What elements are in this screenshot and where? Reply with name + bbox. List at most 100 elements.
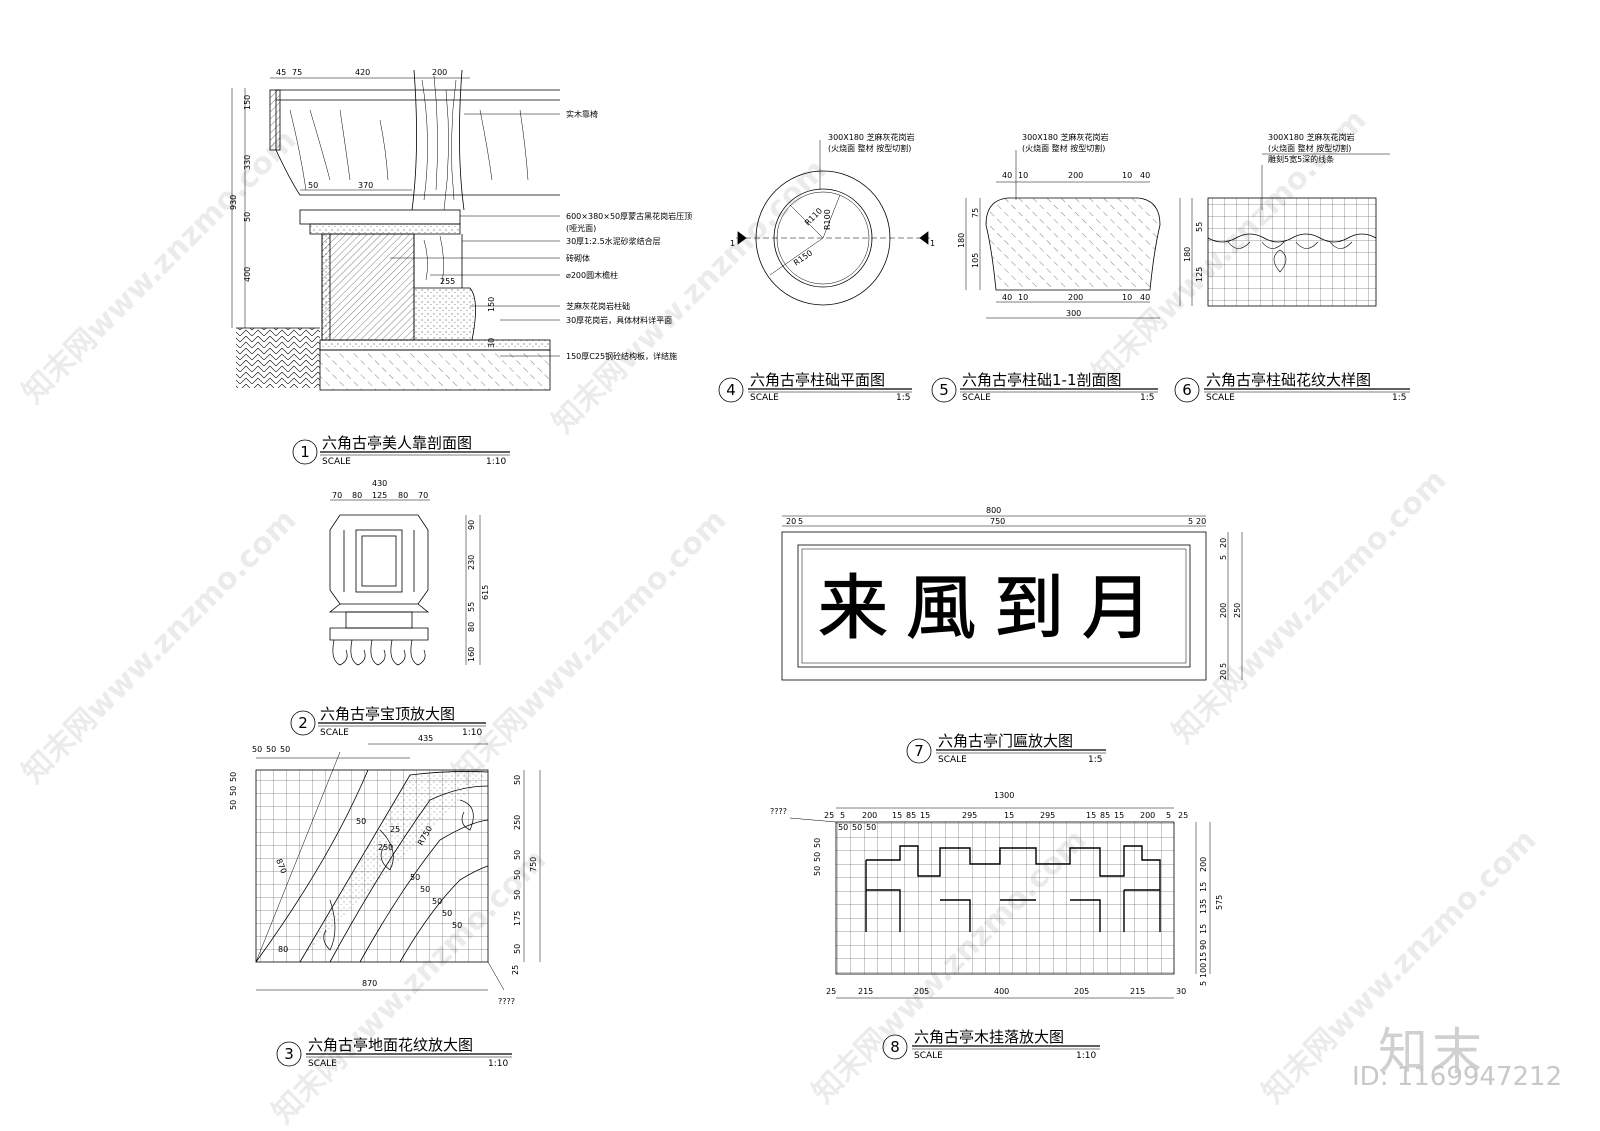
detail-scale-label: SCALE — [322, 457, 351, 467]
d1-note: 实木靠椅 — [566, 109, 598, 119]
detail-number: 8 — [890, 1038, 900, 1056]
d6-dim: 125 — [1195, 267, 1204, 282]
d3-dim: 870 — [362, 979, 377, 988]
detail-number: 7 — [914, 742, 924, 760]
detail-title: 六角古亭木挂落放大图 — [914, 1028, 1064, 1046]
d5-dim: 200 — [1068, 293, 1083, 302]
detail-title: 六角古亭宝顶放大图 — [320, 705, 455, 723]
title-block-8: 8 六角古亭木挂落放大图 SCALE 1:10 — [882, 1028, 1100, 1061]
d3-dim: 50 — [229, 800, 238, 810]
d6-note: 雕刻5宽5深的线条 — [1268, 154, 1334, 164]
d7-dim: 20 — [1219, 538, 1228, 548]
plaque-inscription: 来風到月 — [818, 567, 1170, 649]
d8-dim: 25 — [1178, 811, 1188, 820]
detail-title: 六角古亭柱础花纹大样图 — [1206, 371, 1371, 389]
d1-note: (哑光面) — [566, 223, 596, 233]
detail-number: 3 — [284, 1045, 294, 1063]
d2-dim: 230 — [467, 555, 476, 570]
d2-dim: 80 — [398, 491, 408, 500]
d1-note: 砖砌体 — [566, 253, 590, 263]
detail-scale: 1:10 — [488, 1059, 508, 1069]
d8-dim: 215 — [858, 987, 873, 996]
d3-dim: 50 — [410, 873, 420, 882]
d3-dim: 50 — [513, 850, 522, 860]
d1-dim: 400 — [243, 267, 252, 282]
detail-5-labels: 300X180 芝麻灰花岗岩 (火烧面 整材 按型切割) 40 10 200 1… — [957, 132, 1150, 318]
d1-dim: 930 — [229, 195, 238, 210]
d7-dim: 20 — [1196, 517, 1206, 526]
d8-dim: 85 — [906, 811, 916, 820]
d8-dim: 575 — [1215, 895, 1224, 910]
d1-dim: 150 — [243, 95, 252, 110]
d8-dim: 205 — [1074, 987, 1089, 996]
d3-dim: 50 — [252, 745, 262, 754]
detail-1-labels: 实木靠椅 600×380×50厚蒙古黑花岗岩压顶 (哑光面) 30厚1:2.5水… — [229, 68, 692, 361]
d1-note: 芝麻灰花岗岩柱础 — [566, 301, 630, 311]
detail-2-drawing — [328, 499, 481, 666]
d3-dim: 175 — [513, 911, 522, 926]
d5-dim: 40 — [1140, 293, 1150, 302]
d2-dim: 55 — [467, 602, 476, 612]
detail-4-drawing — [736, 140, 930, 306]
d3-dim: 50 — [420, 885, 430, 894]
detail-title: 六角古亭柱础平面图 — [750, 371, 885, 389]
d6-note: (火烧面 整材 按型切割) — [1268, 143, 1351, 153]
d4-note: (火烧面 整材 按型切割) — [828, 143, 911, 153]
detail-number: 1 — [300, 443, 310, 461]
d5-dim: 180 — [957, 233, 966, 248]
d2-dim: 125 — [372, 491, 387, 500]
d7-dim: 750 — [990, 517, 1005, 526]
d8-dim: 15 — [1199, 882, 1208, 892]
detail-number: 6 — [1182, 381, 1192, 399]
d3-dim: 750 — [529, 857, 538, 872]
d5-dim: 10 — [1018, 293, 1028, 302]
d4-note: 300X180 芝麻灰花岗岩 — [828, 132, 915, 142]
d2-dim: 80 — [352, 491, 362, 500]
d8-dim: 25 — [826, 987, 836, 996]
d3-dim: 50 — [266, 745, 276, 754]
d8-dim: 5 — [1166, 811, 1171, 820]
d7-dim: 800 — [986, 506, 1001, 515]
d3-dim: 50 — [513, 870, 522, 880]
d3-dim: 50 — [442, 909, 452, 918]
d8-dim: 15 — [920, 811, 930, 820]
d7-dim: 20 — [1219, 670, 1228, 680]
d4-radius: R150 — [792, 248, 814, 267]
d7-dim: 5 — [1219, 663, 1228, 668]
detail-1-drawing — [231, 69, 560, 391]
detail-title: 六角古亭地面花纹放大图 — [308, 1036, 473, 1054]
d1-dim: 200 — [432, 68, 447, 77]
detail-6-labels: 300X180 芝麻灰花岗岩 (火烧面 整材 按型切割) 雕刻5宽5深的线条 5… — [1183, 132, 1355, 282]
d7-dim: 5 — [1219, 555, 1228, 560]
d3-dim: 80 — [278, 945, 288, 954]
title-block-5: 5 六角古亭柱础1-1剖面图 SCALE 1:5 — [931, 371, 1158, 403]
d1-dim: 150 — [487, 297, 496, 312]
d5-note: 300X180 芝麻灰花岗岩 — [1022, 132, 1109, 142]
detail-title: 六角古亭门匾放大图 — [938, 732, 1073, 750]
title-block-4: 4 六角古亭柱础平面图 SCALE 1:5 — [718, 371, 912, 403]
d5-dim: 75 — [971, 208, 980, 218]
d1-note: 600×380×50厚蒙古黑花岗岩压顶 — [566, 211, 692, 221]
d6-note: 300X180 芝麻灰花岗岩 — [1268, 132, 1355, 142]
title-block-1: 1 六角古亭美人靠剖面图 SCALE 1:10 — [292, 434, 510, 467]
d5-dim: 200 — [1068, 171, 1083, 180]
d3-dim: 50 — [229, 786, 238, 796]
d8-dim: 50 — [838, 823, 848, 832]
d8-dim: 200 — [1140, 811, 1155, 820]
d3-dim: 250 — [513, 815, 522, 830]
d1-note: 30厚1:2.5水泥砂浆结合层 — [566, 236, 661, 246]
d2-dim: 90 — [467, 520, 476, 530]
d7-dim: 250 — [1233, 603, 1242, 618]
d8-dim: 85 — [1100, 811, 1110, 820]
d4-radius: R110 — [803, 206, 824, 227]
d8-dim: 1300 — [994, 791, 1014, 800]
d3-dim: 50 — [356, 817, 366, 826]
detail-title: 六角古亭柱础1-1剖面图 — [962, 371, 1122, 389]
d3-dim: 50 — [513, 775, 522, 785]
d2-dim: 430 — [372, 479, 387, 488]
d1-dim: 50 — [308, 181, 318, 190]
detail-8-labels: ???? 1300 25 5 200 15 85 15 295 15 295 1… — [770, 791, 1224, 996]
d8-dim: 50 — [866, 823, 876, 832]
d3-dim: 50 — [280, 745, 290, 754]
